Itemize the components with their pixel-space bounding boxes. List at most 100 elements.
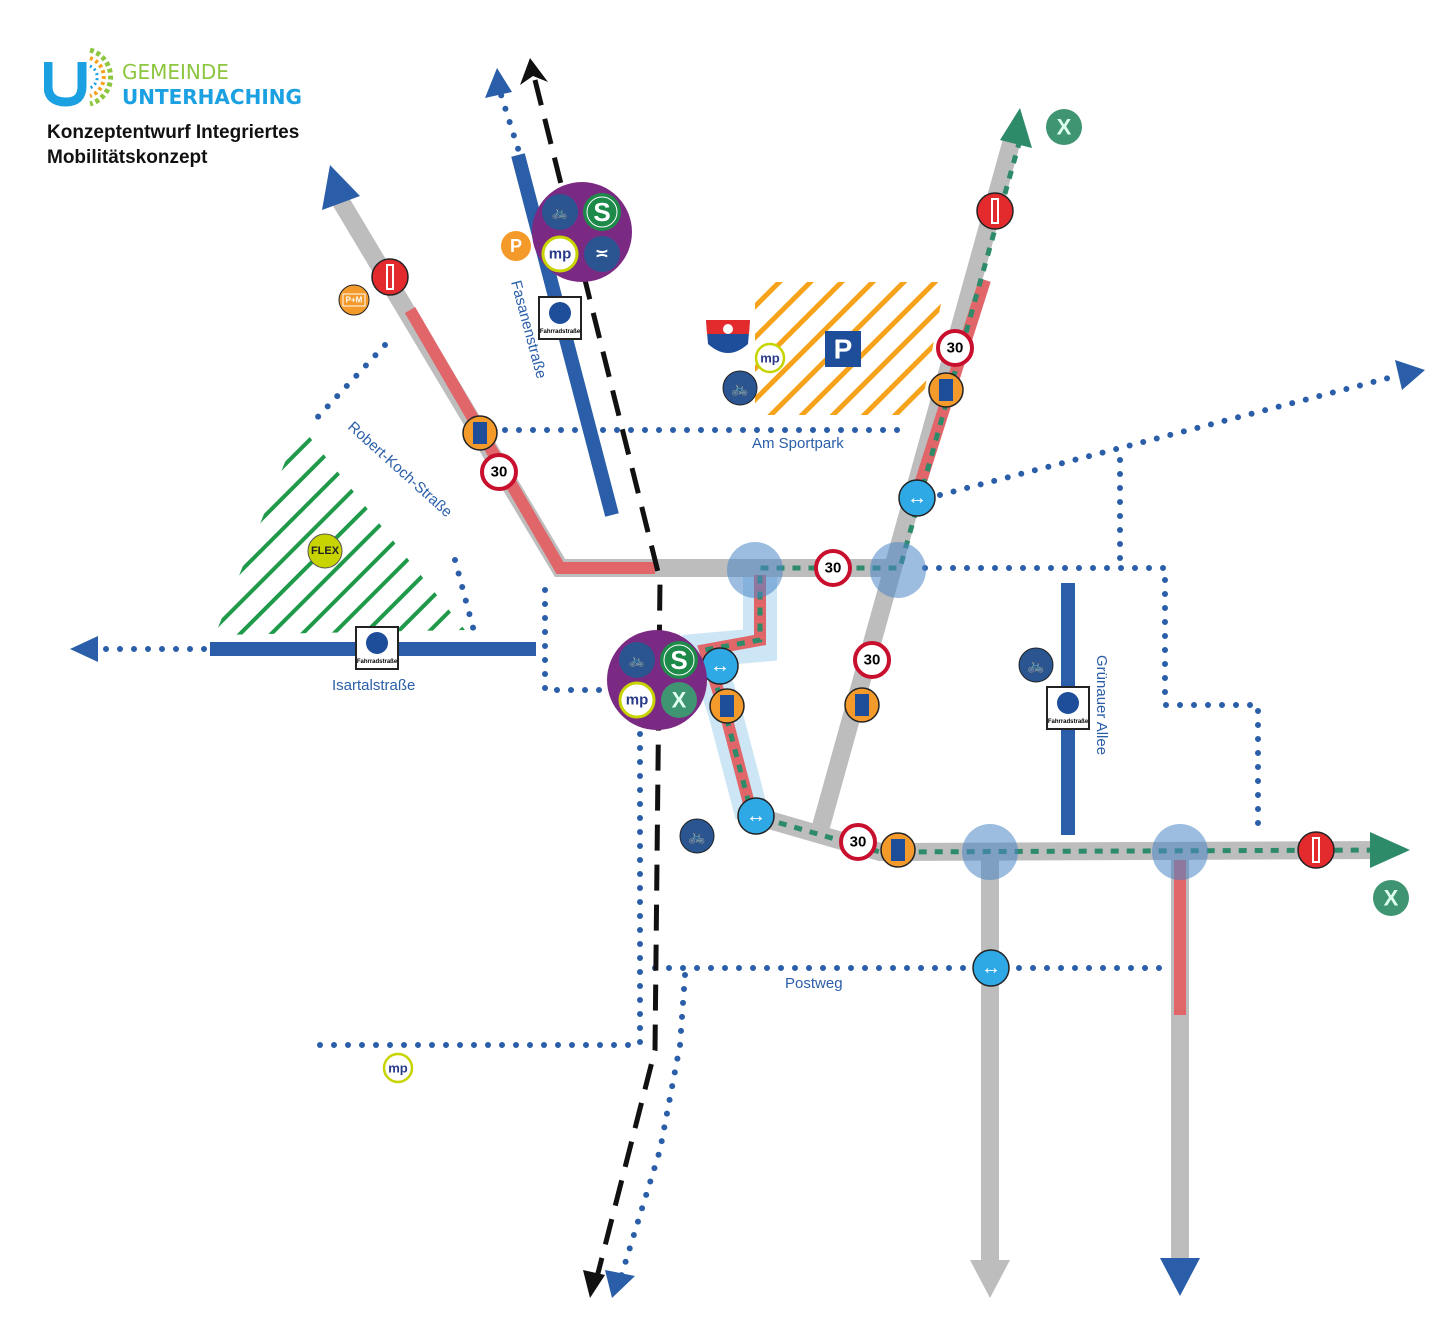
svg-text:mp: mp [760, 351, 780, 366]
svg-text:30: 30 [947, 340, 964, 357]
two-way-arrow-icon: ↔ [737, 797, 775, 835]
svg-text:mp: mp [549, 246, 572, 263]
fahrradstrasse-sign-icon: Fahrradstraße [1046, 686, 1090, 730]
svg-text:↔: ↔ [981, 957, 1001, 979]
road-arrow-south [970, 1260, 1010, 1298]
s-bahn-icon: S [583, 193, 621, 231]
speed-limit-30-icon: 30 [936, 329, 974, 367]
two-way-arrow-icon: ↔ [701, 647, 739, 685]
intersection-markers [727, 542, 1208, 880]
rail-arrow-north [520, 58, 548, 85]
svg-text:🚲: 🚲 [552, 205, 568, 220]
flex-zone [215, 425, 465, 635]
street-label-gruenauer-allee: Grünauer Allee [1093, 655, 1110, 755]
svg-text:🚲: 🚲 [731, 380, 748, 397]
svg-text:X: X [1384, 886, 1399, 911]
bike-parking-icon: 🚲 [619, 642, 655, 678]
page-title: Konzeptentwurf Integriertes Mobilitätsko… [47, 120, 299, 170]
express-bus-route [701, 139, 1386, 855]
express-bus-icon: X [1046, 109, 1082, 145]
svg-text:Fahrradstraße: Fahrradstraße [1048, 719, 1089, 725]
svg-text:Fahrradstraße: Fahrradstraße [540, 329, 581, 335]
bike-parking-icons: 🚲 🚲 🚲 [679, 370, 1054, 854]
parking-meter-icons [462, 372, 964, 868]
svg-text:30: 30 [850, 834, 867, 851]
svg-text:P: P [834, 334, 853, 365]
svg-text:mp: mp [626, 692, 649, 709]
svg-text:↔: ↔ [907, 487, 927, 509]
svg-text:↔: ↔ [746, 805, 766, 827]
speed-limit-signs: 30 30 30 30 30 [480, 329, 974, 861]
bike-parking-icon: 🚲 [722, 370, 758, 406]
parking-icon: P [501, 231, 531, 261]
svg-text:S: S [593, 197, 610, 227]
svg-text:≍: ≍ [595, 246, 608, 263]
speed-limit-30-icon: 30 [814, 549, 852, 587]
svg-text:30: 30 [864, 652, 881, 669]
svg-text:🚲: 🚲 [688, 828, 705, 845]
svg-text:X: X [1057, 115, 1072, 140]
bidirectional-icons: ↔ ↔ ↔ ↔ [701, 479, 1010, 987]
svg-text:P: P [510, 236, 522, 256]
mvg-rad-icon: mp [754, 342, 786, 374]
svg-text:X: X [672, 688, 687, 713]
title-line-1: Konzeptentwurf Integriertes [47, 122, 300, 143]
mvg-rad-icon: mp [541, 235, 579, 273]
s-bahn-icon: S [660, 641, 698, 679]
mvg-rad-icon: mp [618, 681, 656, 719]
bike-lane-icon [976, 192, 1014, 230]
svg-text:↔: ↔ [710, 655, 730, 677]
svg-text:mp: mp [388, 1061, 408, 1076]
two-way-arrow-icon: ↔ [898, 479, 936, 517]
football-club-badge-icon [706, 320, 750, 353]
express-bus-icon: X [661, 682, 697, 718]
logo-mark-icon [43, 47, 114, 107]
fahrradstrasse-sign-icon: Fahrradstraße [355, 626, 399, 670]
mobility-hub-north[interactable]: 🚲 S mp ≍ [532, 182, 632, 282]
express-bus-icon: X [1373, 880, 1409, 916]
street-label-isartalstrasse: Isartalstraße [332, 677, 415, 694]
express-arrow-north [1000, 108, 1032, 148]
bike-lane-icon [1297, 831, 1335, 869]
logo-text-unterhaching: UNTERHACHING [122, 85, 302, 109]
park-and-ride-icon: P+M [338, 284, 370, 316]
svg-text:30: 30 [825, 560, 842, 577]
street-label-am-sportpark: Am Sportpark [752, 435, 844, 452]
svg-text:P+M: P+M [346, 296, 363, 305]
footpaths [89, 79, 1403, 1283]
express-arrow-east [1370, 832, 1410, 868]
svg-text:🚲: 🚲 [1027, 657, 1044, 674]
parking-meter-icon [462, 415, 498, 451]
bus-icon: ≍ [584, 236, 620, 272]
rail-arrow-south [583, 1270, 605, 1298]
parking-meter-icon [709, 688, 745, 724]
bike-lane-icon [371, 258, 409, 296]
parking-sign-icon: P [825, 331, 861, 367]
bike-parking-icon: 🚲 [1018, 647, 1054, 683]
mvg-rad-icon: mp [382, 1052, 414, 1084]
parking-meter-icon [928, 372, 964, 408]
fahrradstrasse-sign-icon: Fahrradstraße [538, 296, 582, 340]
logo-text-gemeinde: GEMEINDE [122, 60, 229, 84]
flex-icon: FLEX [307, 533, 343, 569]
svg-text:FLEX: FLEX [311, 545, 340, 557]
bike-parking-icon: 🚲 [679, 818, 715, 854]
title-line-2: Mobilitätskonzept [47, 147, 208, 168]
svg-text:Fahrradstraße: Fahrradstraße [357, 659, 398, 665]
bike-parking-icon: 🚲 [542, 194, 578, 230]
speed-limit-30-icon: 30 [853, 641, 891, 679]
svg-text:S: S [670, 645, 687, 675]
speed-limit-30-icon: 30 [480, 453, 518, 491]
path-arrows [70, 68, 1425, 1298]
gemeinde-logo [43, 44, 122, 113]
parking-meter-icon [844, 687, 880, 723]
svg-text:30: 30 [491, 464, 508, 481]
svg-text:🚲: 🚲 [629, 653, 645, 668]
fahrradstrasse-signs: Fahrradstraße Fahrradstraße Fahrradstraß… [355, 296, 1090, 730]
mobility-hub-south[interactable]: 🚲 S mp X [607, 630, 707, 730]
street-label-postweg: Postweg [785, 975, 843, 992]
parking-meter-icon [880, 832, 916, 868]
speed-limit-30-icon: 30 [839, 823, 877, 861]
two-way-arrow-icon: ↔ [972, 949, 1010, 987]
